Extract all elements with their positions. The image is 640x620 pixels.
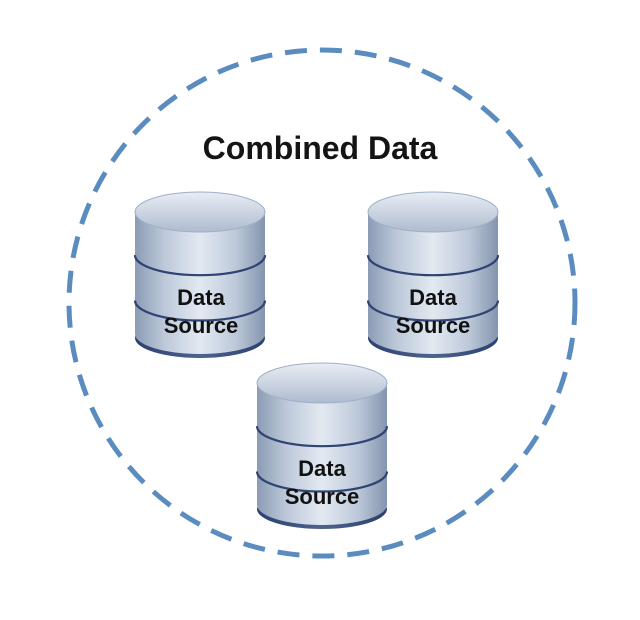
cylinder-band-2 [255, 471, 389, 493]
diagram-title: Combined Data [202, 130, 438, 166]
cylinder-band-1 [255, 426, 389, 448]
cylinder-top [367, 191, 499, 233]
data-source-label: Data Source [163, 285, 239, 338]
cylinder-top [256, 362, 388, 404]
combined-data-boundary [66, 47, 578, 559]
cylinder-band-1 [133, 255, 267, 277]
cylinder-band-2 [133, 300, 267, 322]
cylinder-band-1 [366, 255, 500, 277]
data-source-cylinder-left [133, 191, 267, 358]
data-source-label: Data Source [284, 456, 360, 509]
data-source-cylinder-right [366, 191, 500, 358]
cylinder-top [134, 191, 266, 233]
cylinder-band-2 [366, 300, 500, 322]
data-source-label: Data Source [395, 285, 471, 338]
data-source-cylinder-bottom [255, 362, 389, 529]
